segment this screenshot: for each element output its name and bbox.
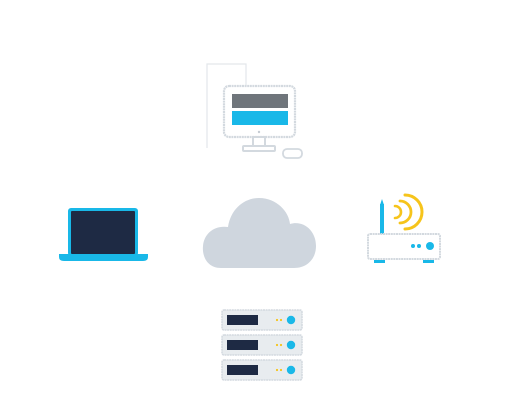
server-unit-panel [227, 315, 258, 325]
server-indicator-small-2 [279, 343, 283, 347]
monitor-stand-base [242, 145, 276, 152]
server-unit [221, 359, 303, 381]
server-rack-icon [221, 309, 303, 381]
cloud-icon [202, 198, 316, 268]
wifi-router-icon [367, 193, 441, 263]
wifi-arc-large [403, 193, 424, 231]
monitor-stand-neck [252, 136, 266, 147]
server-indicator-small-1 [275, 343, 279, 347]
monitor-gray-bar [232, 94, 288, 108]
wifi-arc-medium [398, 199, 413, 225]
server-indicator-small-2 [279, 318, 283, 322]
server-indicator-small-1 [275, 318, 279, 322]
router-antenna-tip [380, 199, 384, 205]
server-indicator-led [286, 340, 296, 350]
router-light-2 [417, 244, 421, 248]
router-foot-left [374, 260, 385, 263]
router-light-main [426, 242, 434, 250]
mouse [282, 148, 303, 159]
server-indicator-led [286, 365, 296, 375]
laptop-screen [71, 211, 135, 254]
server-indicator-small-1 [275, 368, 279, 372]
server-unit [221, 334, 303, 356]
server-indicator-small-2 [279, 368, 283, 372]
monitor-blue-bar [232, 111, 288, 125]
router-light-1 [411, 244, 415, 248]
desktop-computer-icon [206, 63, 303, 159]
wifi-arc-small [393, 204, 403, 220]
laptop-base [59, 254, 148, 261]
server-unit [221, 309, 303, 331]
laptop-icon [59, 208, 148, 261]
server-unit-panel [227, 365, 258, 375]
router-body [367, 233, 441, 260]
server-indicator-led [286, 315, 296, 325]
router-antenna [380, 204, 384, 234]
router-foot-right [423, 260, 434, 263]
cloud-shape [202, 198, 316, 268]
server-unit-panel [227, 340, 258, 350]
desktop-backdrop-outline [206, 63, 247, 148]
monitor-power-dot [257, 130, 261, 134]
wifi-signal-icon [393, 193, 424, 231]
